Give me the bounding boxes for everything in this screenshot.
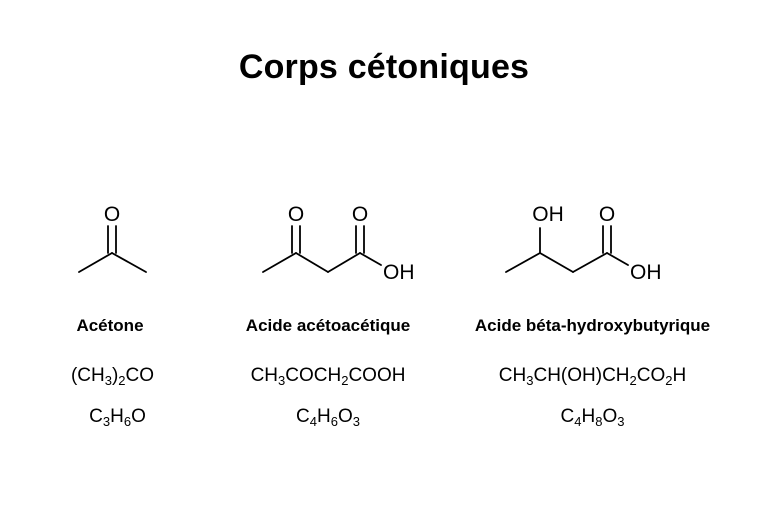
hydroxyl-label: OH [532, 203, 564, 226]
subscript: 2 [665, 373, 673, 388]
bond [78, 252, 113, 273]
oxygen-label: O [352, 203, 368, 226]
bond [295, 252, 329, 273]
acetone-structure: O [78, 203, 147, 273]
subscript: 2 [341, 373, 349, 388]
compound-name-acetoacetic-acid: Acide acétoacétique [245, 316, 411, 335]
hydroxyl-label: OH [383, 261, 415, 284]
compound-name-acetone: Acétone [76, 316, 144, 335]
beta-hydroxybutyric-acid-structure: OH O OH [505, 203, 662, 284]
bond [539, 252, 574, 273]
bond [327, 252, 361, 273]
subscript: 3 [352, 414, 360, 429]
oxygen-label: O [599, 203, 615, 226]
acetoacetic-acid-structure: O O OH [262, 203, 415, 284]
bond [505, 252, 541, 273]
subscript: 3 [526, 373, 534, 388]
subscript: 4 [309, 414, 317, 429]
subscript: 4 [574, 414, 582, 429]
oxygen-label: O [288, 203, 304, 226]
subscript: 6 [330, 414, 338, 429]
bond [606, 252, 629, 266]
subscript: 6 [123, 414, 132, 429]
semi-formula-beta-hydroxybutyric-acid: CH3CH(OH)CH2CO2H [498, 365, 687, 388]
compound-name-beta-hydroxybutyric-acid: Acide béta-hydroxybutyrique [474, 316, 711, 335]
semi-formula-acetoacetic-acid: CH3COCH2COOH [250, 365, 406, 388]
hydroxyl-label: OH [630, 261, 662, 284]
subscript: 3 [278, 373, 286, 388]
bond [262, 252, 297, 273]
subscript: 3 [102, 414, 111, 429]
subscript: 2 [118, 373, 126, 388]
page-title: Corps cétoniques [238, 48, 530, 86]
oxygen-label: O [104, 203, 120, 226]
molecular-formula-acetoacetic-acid: C4H6O3 [296, 406, 360, 429]
molecular-formula-beta-hydroxybutyric-acid: C4H8O3 [560, 406, 625, 429]
subscript: 3 [104, 373, 112, 388]
molecular-formula-acetone: C3H6O [89, 406, 146, 429]
subscript: 8 [595, 414, 603, 429]
subscript: 2 [629, 373, 637, 388]
bond [111, 252, 147, 273]
subscript: 3 [617, 414, 625, 429]
semi-formula-acetone: (CH3)2CO [70, 365, 155, 388]
bond [572, 252, 608, 273]
bond [359, 252, 382, 266]
